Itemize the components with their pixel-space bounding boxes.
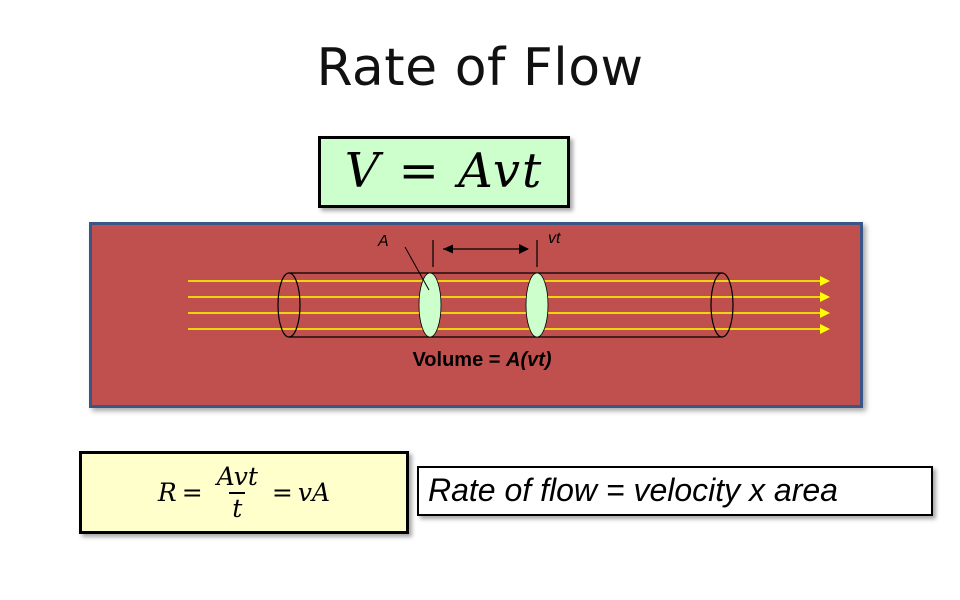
rate-equation: R = Avt t = vA xyxy=(82,454,406,531)
volume-caption: Volume = A(vt) xyxy=(412,349,551,371)
pipe-diagram: A vt Volume = A(vt) xyxy=(188,230,830,371)
slide-title: Rate of Flow xyxy=(316,38,644,98)
pipe-diagram-panel: A vt Volume = A(vt) xyxy=(89,222,863,408)
equals-sign: = xyxy=(181,478,203,507)
rate-rhs: vA xyxy=(297,478,331,507)
pipe-left-end xyxy=(277,272,301,338)
fraction-numerator: Avt xyxy=(216,461,258,491)
flow-lines xyxy=(188,276,830,334)
volume-caption-expr: A(vt) xyxy=(505,349,552,371)
volume-equation: V = Avt xyxy=(321,143,567,199)
pipe xyxy=(277,272,734,338)
volume-symbol: V xyxy=(344,143,382,199)
flow-arrowhead xyxy=(820,276,830,286)
distance-label: vt xyxy=(548,230,561,247)
rate-caption: Rate of flow = velocity x area xyxy=(428,472,838,508)
flow-arrowhead xyxy=(820,308,830,318)
volume-equation-box: V = Avt xyxy=(318,136,570,208)
rate-equation-box: R = Avt t = vA xyxy=(79,451,409,534)
flow-arrowhead xyxy=(820,292,830,302)
rate-caption-box: Rate of flow = velocity x area xyxy=(417,466,933,516)
distance-arrowhead-left xyxy=(443,244,453,254)
cross-section-1 xyxy=(418,272,442,338)
fraction-denominator: t xyxy=(229,491,246,524)
volume-caption-prefix: Volume = xyxy=(412,349,506,371)
rate-fraction: Avt t xyxy=(214,462,261,524)
pipe-right-end xyxy=(710,272,734,338)
area-label: A xyxy=(377,233,389,250)
flow-arrowhead xyxy=(820,324,830,334)
volume-rhs: Avt xyxy=(458,143,544,199)
rate-symbol: R xyxy=(157,478,177,507)
cross-section-2 xyxy=(525,272,549,338)
equals-sign: = xyxy=(398,143,441,199)
equals-sign-2: = xyxy=(271,478,293,507)
area-pointer-line xyxy=(404,246,430,291)
